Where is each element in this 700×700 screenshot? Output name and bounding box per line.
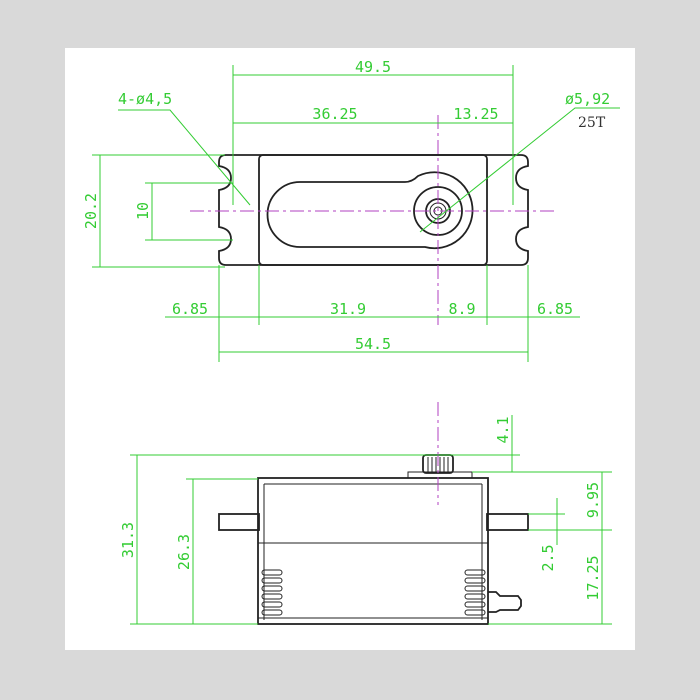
spline-teeth-label: 25T: [578, 115, 606, 131]
right-flange: [486, 513, 529, 531]
dim-54-5: 54.5: [355, 335, 391, 353]
dim-6-85-left: 6.85: [172, 300, 208, 318]
dim-49-5: 49.5: [355, 58, 391, 76]
cable-exit: [488, 591, 522, 613]
side-view: 4.1 31.3 26.3 9.95 2.5 17.25: [119, 402, 612, 625]
dim-4-1: 4.1: [494, 416, 512, 443]
spline-ridges: [427, 457, 449, 472]
dim-31-3: 31.3: [119, 522, 137, 558]
cooling-fins: [261, 569, 486, 616]
servo-case: [257, 477, 489, 625]
dim-10: 10: [134, 202, 152, 220]
dim-36-25: 36.25: [312, 105, 357, 123]
servo-top-outline: [218, 154, 529, 266]
left-flange: [218, 513, 260, 531]
dim-2-5: 2.5: [539, 544, 557, 571]
dim-6-85-right: 6.85: [537, 300, 573, 318]
drawing-panel: [65, 48, 635, 650]
top-dimensions: [92, 65, 620, 362]
side-dimensions: [130, 415, 612, 625]
dim-8-9: 8.9: [448, 300, 475, 318]
dim-31-9: 31.9: [330, 300, 366, 318]
servo-cover: [258, 154, 488, 266]
dim-9-95: 9.95: [584, 482, 602, 518]
dim-13-25: 13.25: [453, 105, 498, 123]
dim-spline-diameter: ø5,92: [565, 90, 610, 108]
dim-26-3: 26.3: [175, 534, 193, 570]
dim-17-25: 17.25: [584, 555, 602, 600]
dim-mount-holes: 4-ø4,5: [118, 90, 172, 108]
dim-20-2: 20.2: [82, 193, 100, 229]
top-view: 49.5 4-ø4,5 36.25 13.25 ø5,92 25T 20.2 1…: [82, 58, 620, 362]
